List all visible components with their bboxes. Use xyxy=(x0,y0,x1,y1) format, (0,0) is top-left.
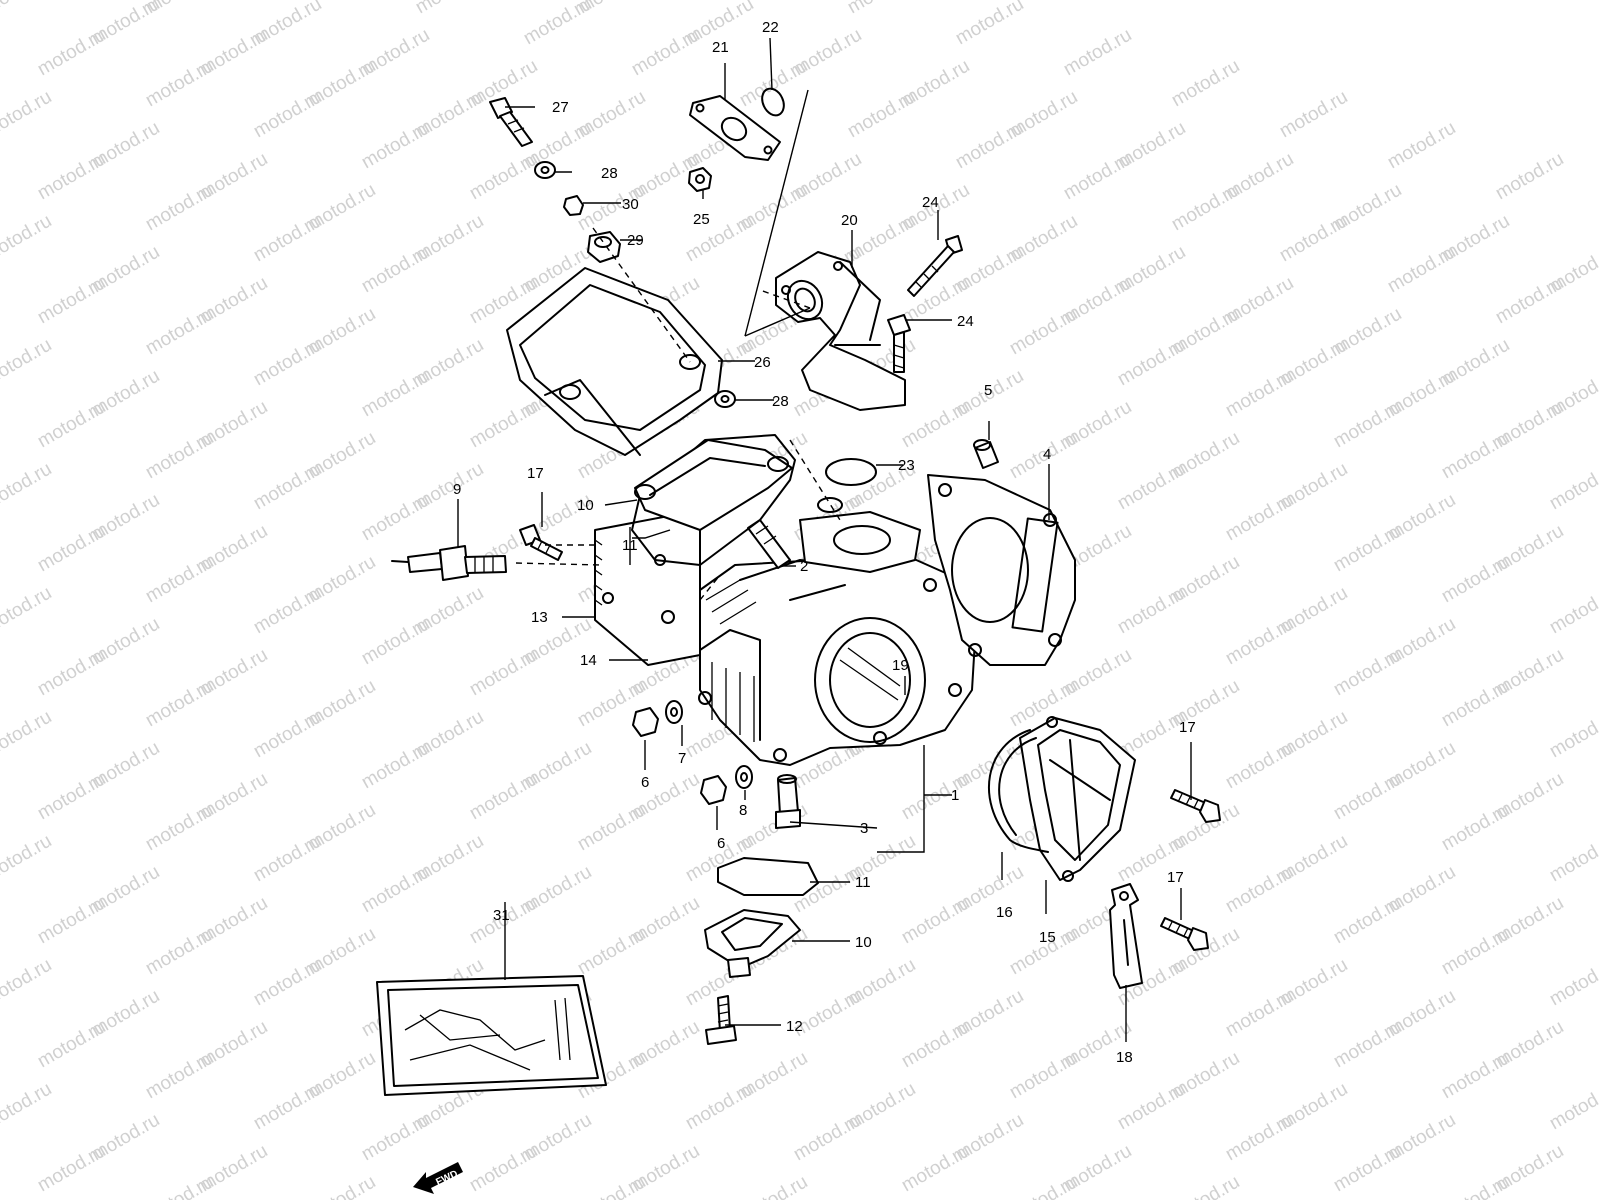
washer-28-lower[interactable] xyxy=(714,390,736,408)
nut-6-upper[interactable] xyxy=(632,707,659,737)
callout-2: 2 xyxy=(800,558,808,575)
callout-17-right-lower: 17 xyxy=(1167,869,1184,886)
nut-6-lower[interactable] xyxy=(700,775,727,805)
callout-3: 3 xyxy=(860,820,868,837)
dowel-pin[interactable] xyxy=(973,439,999,469)
o-ring-22[interactable] xyxy=(758,85,788,119)
cylinder-head-gasket[interactable] xyxy=(927,474,1076,666)
callout-27: 27 xyxy=(552,99,569,116)
washer-8[interactable] xyxy=(735,765,753,789)
callout-13: 13 xyxy=(531,609,548,626)
callout-31: 31 xyxy=(493,907,510,924)
callout-6-upper: 6 xyxy=(641,774,649,791)
bolt-24-upper[interactable] xyxy=(907,235,963,297)
owners-manual-booklet[interactable] xyxy=(376,975,607,1096)
callout-labels: 1 2 3 4 5 6 6 7 8 9 10 10 11 11 12 13 14… xyxy=(453,19,1196,1066)
cylinder-head[interactable] xyxy=(698,497,976,766)
callout-4: 4 xyxy=(1043,446,1051,463)
callout-leader-lines xyxy=(457,37,1192,1042)
callout-16: 16 xyxy=(996,904,1013,921)
callout-10-upper: 10 xyxy=(577,497,594,514)
o-ring-23[interactable] xyxy=(825,458,877,486)
callout-7: 7 xyxy=(678,750,686,767)
cylinder-head-cover[interactable] xyxy=(506,267,723,456)
washer-7[interactable] xyxy=(665,700,683,724)
callout-18: 18 xyxy=(1116,1049,1133,1066)
callout-12: 12 xyxy=(786,1018,803,1035)
cover-gasket-11-lower[interactable] xyxy=(717,857,819,896)
cover-gasket-11[interactable] xyxy=(631,434,796,566)
callout-21: 21 xyxy=(712,39,729,56)
nut-25[interactable] xyxy=(688,167,712,192)
bolt-17-right-lower[interactable] xyxy=(1160,917,1209,951)
bolt-17-head-left[interactable] xyxy=(519,524,563,561)
callout-6-lower: 6 xyxy=(717,835,725,852)
intake-insulator[interactable] xyxy=(689,95,781,161)
cap-10-upper[interactable] xyxy=(634,439,793,531)
washer-28-upper[interactable] xyxy=(534,161,556,179)
callout-26: 26 xyxy=(754,354,771,371)
intake-manifold-15[interactable] xyxy=(1019,716,1136,882)
callout-20: 20 xyxy=(841,212,858,229)
callout-23: 23 xyxy=(898,457,915,474)
fwd-arrow-label: FWD xyxy=(434,1169,459,1189)
grommet-29[interactable] xyxy=(587,231,621,263)
mounting-bracket[interactable] xyxy=(1109,883,1143,989)
bolt-24-lower[interactable] xyxy=(887,314,911,373)
bolt-17-right-upper[interactable] xyxy=(1170,789,1221,823)
callout-17-left: 17 xyxy=(527,465,544,482)
callout-28-upper: 28 xyxy=(601,165,618,182)
callout-1: 1 xyxy=(951,787,959,804)
callout-24-upper: 24 xyxy=(922,194,939,211)
callout-14: 14 xyxy=(580,652,597,669)
callout-9: 9 xyxy=(453,481,461,498)
assembly-dash-lines xyxy=(515,227,841,601)
callout-25: 25 xyxy=(693,211,710,228)
intake-pipe[interactable] xyxy=(775,251,906,411)
stud-bolt[interactable] xyxy=(747,519,791,569)
callout-17-right-upper: 17 xyxy=(1179,719,1196,736)
callout-30: 30 xyxy=(622,196,639,213)
callout-19: 19 xyxy=(892,657,909,674)
callout-22: 22 xyxy=(762,19,779,36)
callout-11-lower: 11 xyxy=(855,874,871,891)
intake-alignment-triangle xyxy=(744,89,811,337)
callout-10-lower: 10 xyxy=(855,934,872,951)
bolt-12[interactable] xyxy=(705,995,737,1045)
temperature-sensor[interactable] xyxy=(775,774,801,829)
callout-28-lower: 28 xyxy=(772,393,789,410)
cap-10-lower[interactable] xyxy=(704,909,801,978)
nut-30[interactable] xyxy=(563,195,584,216)
callout-24-lower: 24 xyxy=(957,313,974,330)
side-cover-plate[interactable] xyxy=(594,509,701,666)
callout-5: 5 xyxy=(984,382,992,399)
callout-29: 29 xyxy=(627,232,644,249)
callout-15: 15 xyxy=(1039,929,1056,946)
callout-8: 8 xyxy=(739,802,747,819)
spark-plug[interactable] xyxy=(391,545,507,581)
fwd-direction-arrow: FWD xyxy=(413,1162,463,1194)
o-ring-gasket-16[interactable] xyxy=(988,729,1049,853)
bolt-27[interactable] xyxy=(489,97,533,147)
callout-11-upper: 11 xyxy=(622,537,638,554)
